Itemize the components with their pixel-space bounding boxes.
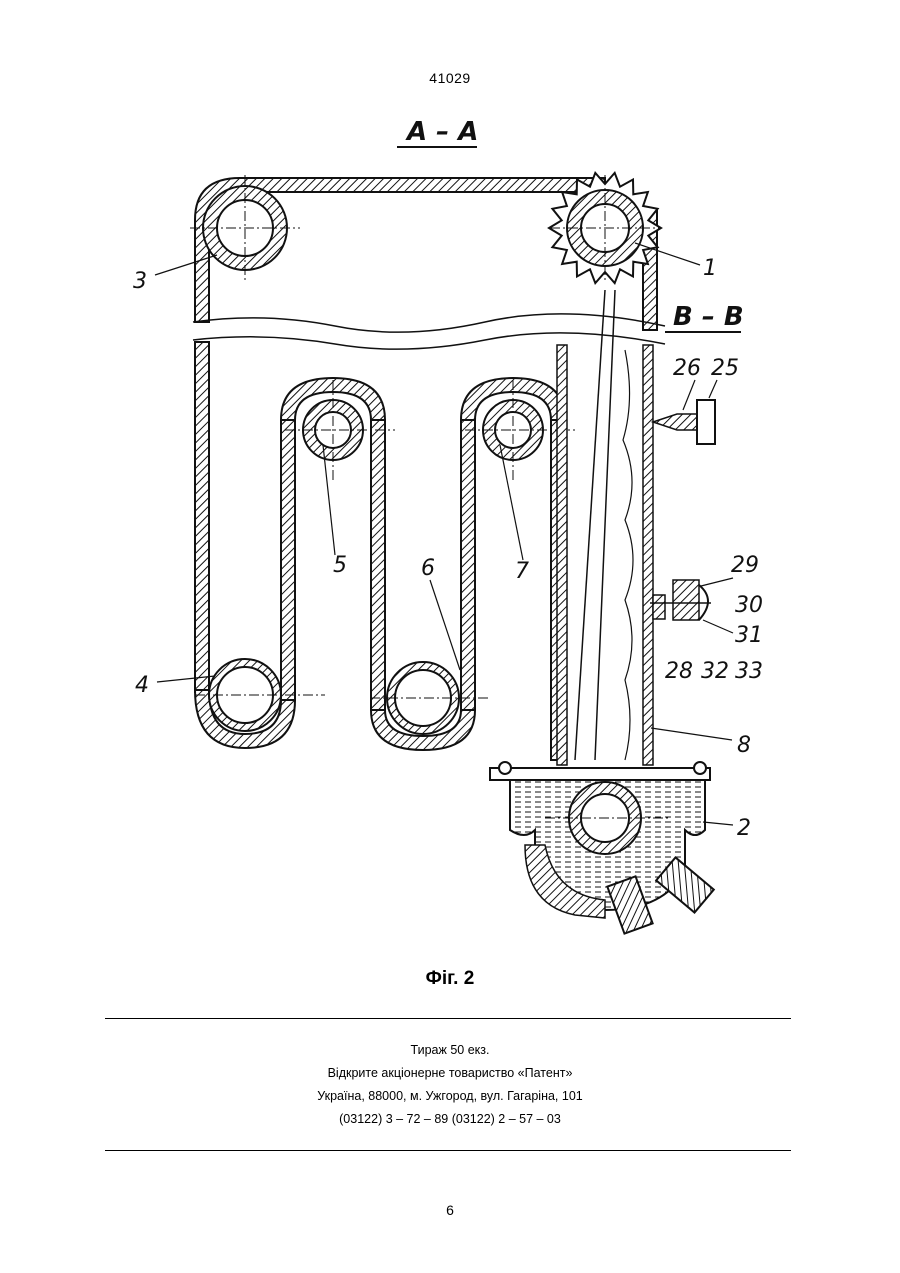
document-number: 41029 [0,70,900,86]
label-29: 29 [731,553,759,578]
bath-2 [490,762,714,934]
label-32: 32 [701,659,729,684]
label-4: 4 [135,673,149,698]
imprint-print-run: Тираж 50 екз. [0,1043,900,1057]
label-6: 6 [421,556,435,581]
imprint-phones: (03122) 3 – 72 – 89 (03122) 2 – 57 – 03 [0,1112,900,1126]
section-title-aa: А – А [397,117,478,147]
section-title-bb: В – В [665,302,744,332]
patent-drawing: А – А [105,100,805,970]
label-28: 28 [665,659,693,684]
label-30: 30 [735,593,763,618]
label-2: 2 [737,816,751,841]
imprint-publisher: Відкрите акціонерне товариство «Патент» [0,1066,900,1080]
label-3: 3 [133,269,147,294]
label-25: 25 [711,356,739,381]
page-number: 6 [0,1202,900,1218]
imprint-address: Україна, 88000, м. Ужгород, вул. Гагарін… [0,1089,900,1103]
svg-text:В – В: В – В [673,302,744,332]
svg-text:А – А: А – А [405,117,478,147]
label-8: 8 [737,733,751,758]
label-1: 1 [703,256,717,281]
label-7: 7 [515,559,529,584]
label-31: 31 [735,623,763,648]
label-5: 5 [333,553,347,578]
label-26: 26 [673,356,701,381]
figure-caption: Фіг. 2 [0,968,900,990]
divider-top [105,1018,791,1019]
divider-bottom [105,1150,791,1151]
label-33: 33 [735,659,763,684]
vertical-channel-8 [557,290,653,765]
